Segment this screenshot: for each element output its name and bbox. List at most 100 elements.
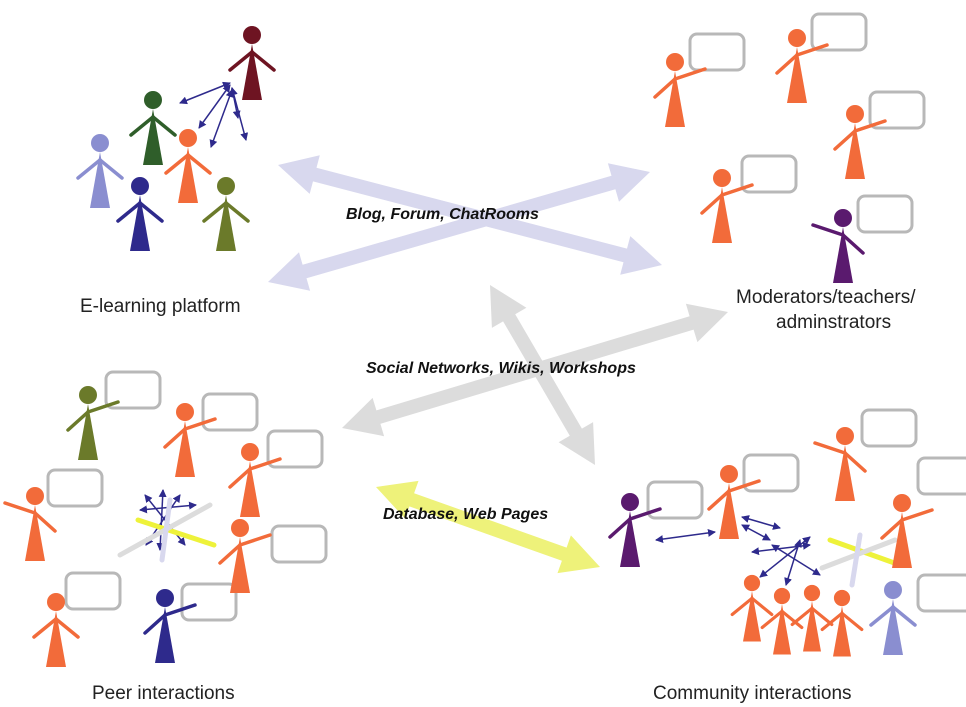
person-arm: [880, 518, 904, 540]
person-arm: [238, 533, 272, 547]
person-head: [144, 91, 162, 109]
person-body: [833, 606, 851, 657]
person-arm: [775, 53, 799, 75]
person-body: [833, 227, 853, 283]
label-moderators-line2: adminstrators: [776, 312, 892, 333]
person-arm: [840, 611, 864, 632]
interaction-arrows: [117, 81, 903, 588]
people-figures: [3, 26, 934, 667]
person-arm: [250, 50, 276, 72]
person-head: [91, 134, 109, 152]
person-body: [883, 599, 903, 655]
person-figure: [66, 386, 120, 460]
interaction-arrow: [655, 528, 716, 544]
person-body: [155, 607, 175, 663]
person-arm: [780, 609, 804, 630]
person-figure: [163, 403, 217, 477]
person-body: [46, 611, 66, 667]
person-head: [621, 493, 639, 511]
person-arm: [163, 427, 187, 449]
person-arm: [810, 606, 834, 627]
person-figure: [608, 493, 662, 567]
person-head: [241, 443, 259, 461]
person-arm: [248, 457, 282, 471]
person-arm: [33, 511, 57, 533]
speech-bubble: [860, 408, 918, 448]
person-body: [665, 71, 685, 127]
person-arm: [790, 606, 814, 627]
person-head: [179, 129, 197, 147]
person-arm: [673, 67, 707, 81]
person-figure: [820, 589, 864, 657]
person-arm: [628, 507, 662, 521]
person-body: [143, 109, 163, 165]
person-arm: [164, 153, 190, 175]
person-arm: [186, 153, 212, 175]
speech-bubble: [266, 429, 324, 469]
person-body: [803, 601, 821, 652]
person-head: [666, 53, 684, 71]
lavender-interaction-arrow: [159, 497, 173, 563]
person-head: [176, 403, 194, 421]
person-arm: [811, 223, 845, 237]
person-arm: [202, 201, 228, 223]
speech-bubble: [46, 468, 104, 508]
speech-bubble: [916, 573, 966, 613]
person-arm: [76, 158, 102, 180]
person-head: [79, 386, 97, 404]
person-arm: [228, 467, 252, 489]
label-community-interactions: Community interactions: [653, 683, 852, 704]
label-moderators-line1: Moderators/teachers/: [736, 287, 916, 308]
speech-bubble: [856, 194, 914, 234]
person-figure: [833, 105, 887, 179]
person-head: [131, 177, 149, 195]
interaction-arrow: [229, 87, 241, 119]
person-head: [893, 494, 911, 512]
speech-bubble: [180, 582, 238, 622]
person-arm: [869, 605, 895, 627]
person-arm: [727, 479, 761, 493]
person-arm: [900, 508, 934, 522]
person-head: [836, 427, 854, 445]
person-head: [713, 169, 731, 187]
person-figure: [790, 584, 834, 652]
person-arm: [3, 501, 37, 515]
person-head: [720, 465, 738, 483]
person-arm: [608, 517, 632, 539]
person-body: [773, 604, 791, 655]
person-arm: [224, 201, 250, 223]
person-body: [130, 195, 150, 251]
person-arm: [841, 233, 865, 255]
label-blog-forum-chatrooms: Blog, Forum, ChatRooms: [346, 206, 539, 223]
person-head: [231, 519, 249, 537]
person-head: [833, 589, 851, 607]
person-figure: [143, 589, 197, 663]
speech-bubble: [104, 370, 162, 410]
yellow-interaction-arrow: [135, 517, 217, 548]
person-arm: [707, 489, 731, 511]
person-arm: [116, 201, 142, 223]
speech-bubble: [810, 12, 868, 52]
label-elearning-platform: E-learning platform: [80, 296, 241, 317]
person-head: [217, 177, 235, 195]
person-body: [719, 483, 739, 539]
person-arm: [228, 50, 254, 72]
person-head: [156, 589, 174, 607]
speech-bubble: [270, 524, 328, 564]
speech-bubbles: [46, 12, 966, 622]
interaction-arrow: [771, 544, 821, 576]
person-figure: [700, 169, 754, 243]
speech-bubble: [688, 32, 746, 72]
arrow-blog-diagonal-up: [268, 163, 650, 291]
person-figure: [129, 91, 177, 165]
person-figure: [653, 53, 707, 127]
person-figure: [880, 494, 934, 568]
speech-bubble: [742, 453, 800, 493]
person-arm: [183, 417, 217, 431]
person-head: [773, 587, 791, 605]
person-arm: [163, 603, 197, 617]
person-arm: [853, 119, 887, 133]
person-head: [834, 209, 852, 227]
interaction-arrow: [209, 89, 234, 148]
person-arm: [32, 617, 58, 639]
